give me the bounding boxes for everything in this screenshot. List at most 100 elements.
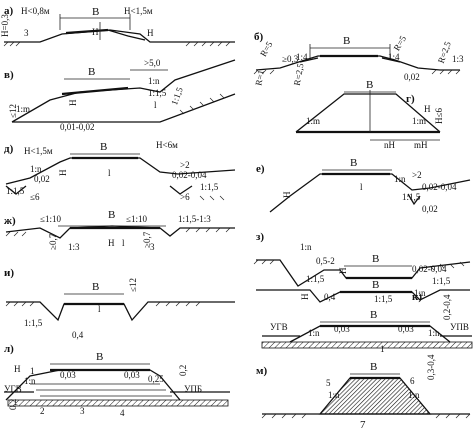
section-i: и) B ≤12 1:1,5 0,4 l: [4, 267, 235, 340]
b-R25: R=2,5: [292, 62, 306, 86]
zh-07: ≥0,7: [48, 233, 58, 250]
section-k: к) B 0,4 1:n 1:1,5 H: [256, 279, 470, 304]
l-025: 0,25: [148, 374, 164, 384]
m-03: 0,3-0,4: [426, 354, 436, 380]
g-H: H: [424, 104, 431, 114]
b-B: B: [343, 35, 350, 47]
v-002: 0,01-0,02: [60, 122, 95, 132]
section-zh: ж) ≤1:10 ≤1:10 B 1:3 3 1:1,5-1:3 H l ≥0,…: [4, 209, 235, 252]
g-B: B: [366, 79, 373, 91]
e-115: 1:1,5: [402, 192, 421, 202]
zh-H: H: [108, 238, 115, 248]
d-1n: 1:n: [30, 164, 42, 174]
l-UGV: УГВ: [4, 384, 22, 394]
v-1_5: 1:1,5: [169, 85, 185, 106]
l-1n: 1:n: [24, 376, 36, 386]
label-m: м): [256, 365, 267, 377]
z-115: 1:1,5: [306, 274, 325, 284]
d-h2: H<6м: [156, 140, 178, 150]
section-a: а) H<0,8м B H<1,5м H H H=0,3 3: [0, 5, 235, 47]
kk-02: 0,2-0,4: [442, 294, 452, 320]
section-m: м) B 5 6 1:n 1:n 7 0,3-0,4: [256, 354, 471, 431]
section-g: г) B 1:m 1:m nH mH H≤6 H: [295, 79, 444, 150]
l-1: 1: [30, 366, 35, 376]
z-H: H: [338, 267, 348, 274]
e-2: >2: [412, 170, 422, 180]
d-004: 0,02-0,04: [172, 170, 207, 180]
z-004: 0,02-0,04: [412, 264, 447, 274]
label-zh: ж): [4, 215, 16, 227]
label-b: б): [254, 31, 264, 43]
l-B: B: [96, 351, 103, 363]
b-02: 0,02: [404, 72, 420, 82]
i-04: 0,4: [72, 330, 84, 340]
k-H: H: [300, 293, 310, 300]
z-05: 0,5-2: [316, 256, 335, 266]
d-2: >2: [180, 160, 190, 170]
a-h2: H<1,5м: [124, 6, 153, 16]
label-g: г): [406, 93, 415, 105]
a-H2: H: [147, 28, 154, 38]
g-1m: 1:m: [306, 116, 320, 126]
k-04: 0,4: [324, 292, 336, 302]
v-l: l: [154, 100, 157, 110]
e-1n: 1:n: [394, 174, 406, 184]
kk-UGV: УГВ: [270, 322, 288, 332]
e-B: B: [350, 157, 357, 169]
e-l: l: [360, 182, 363, 192]
zh-07b: ≥0,7: [142, 231, 152, 248]
label-z: з): [256, 231, 264, 243]
i-B: B: [92, 281, 99, 293]
l-003: 0,03: [60, 370, 76, 380]
d-115: 1:1,5: [6, 186, 25, 196]
a-h1: H<0,8м: [21, 6, 50, 16]
section-l: л) B 0,03 0,03 0,25 1:n УГВ УПБ H 1 2 3 …: [4, 343, 230, 418]
l-UPB: УПБ: [184, 384, 202, 394]
v-5: >5,0: [144, 58, 161, 68]
m-5: 5: [326, 378, 331, 388]
d-H: H: [58, 169, 68, 176]
l-003b: 0,03: [124, 370, 140, 380]
d-002: 0,02: [34, 174, 50, 184]
a-3: 3: [24, 28, 29, 38]
v-B: B: [88, 66, 95, 78]
i-12: ≤12: [128, 278, 138, 292]
zh-115: 1:1,5-1:3: [178, 214, 211, 224]
d-6b: >6: [180, 192, 190, 202]
zh-110: ≤1:10: [40, 214, 61, 224]
a-h3: H=0,3: [0, 14, 10, 37]
d-h1: H<1,5м: [24, 146, 53, 156]
label-e: е): [256, 163, 265, 175]
l-H: H: [14, 364, 21, 374]
section-d: д) H<1,5м H<6м B 1:n >2 0,02 0,02-0,04 1…: [4, 140, 236, 202]
b-R25b: R=2,5: [436, 40, 453, 65]
zh-13: 1:3: [68, 242, 80, 252]
l-4: 4: [120, 408, 125, 418]
v-1m: 1:m: [16, 104, 30, 114]
b-13: 1:3: [452, 54, 464, 64]
section-e: е) B 1:n >2 0,02-0,04 1:1,5 0,02 H l: [256, 157, 471, 214]
m-7: 7: [360, 419, 366, 431]
label-d: д): [4, 143, 14, 155]
v-H: H: [68, 99, 78, 106]
e-H: H: [282, 191, 292, 198]
zh-B: B: [108, 209, 115, 221]
zh-110b: ≤1:10: [126, 214, 147, 224]
b-14b: 1:4: [388, 52, 400, 62]
d-6: ≤6: [30, 192, 40, 202]
g-nH: nH: [384, 140, 396, 150]
i-l: l: [98, 304, 101, 314]
zh-l: l: [122, 238, 125, 248]
kk-B: B: [370, 309, 377, 321]
v-12: ≤12: [8, 104, 18, 118]
b-R2: R=5: [392, 34, 409, 53]
label-l: л): [4, 343, 14, 355]
b-p3: ≥0,3: [282, 54, 299, 64]
z-115b: 1:1,5: [432, 276, 451, 286]
m-B: B: [370, 361, 377, 373]
m-1: 1:n: [408, 390, 420, 400]
g-mH: mH: [414, 140, 428, 150]
d-l: l: [108, 168, 111, 178]
l-3: 3: [80, 406, 85, 416]
